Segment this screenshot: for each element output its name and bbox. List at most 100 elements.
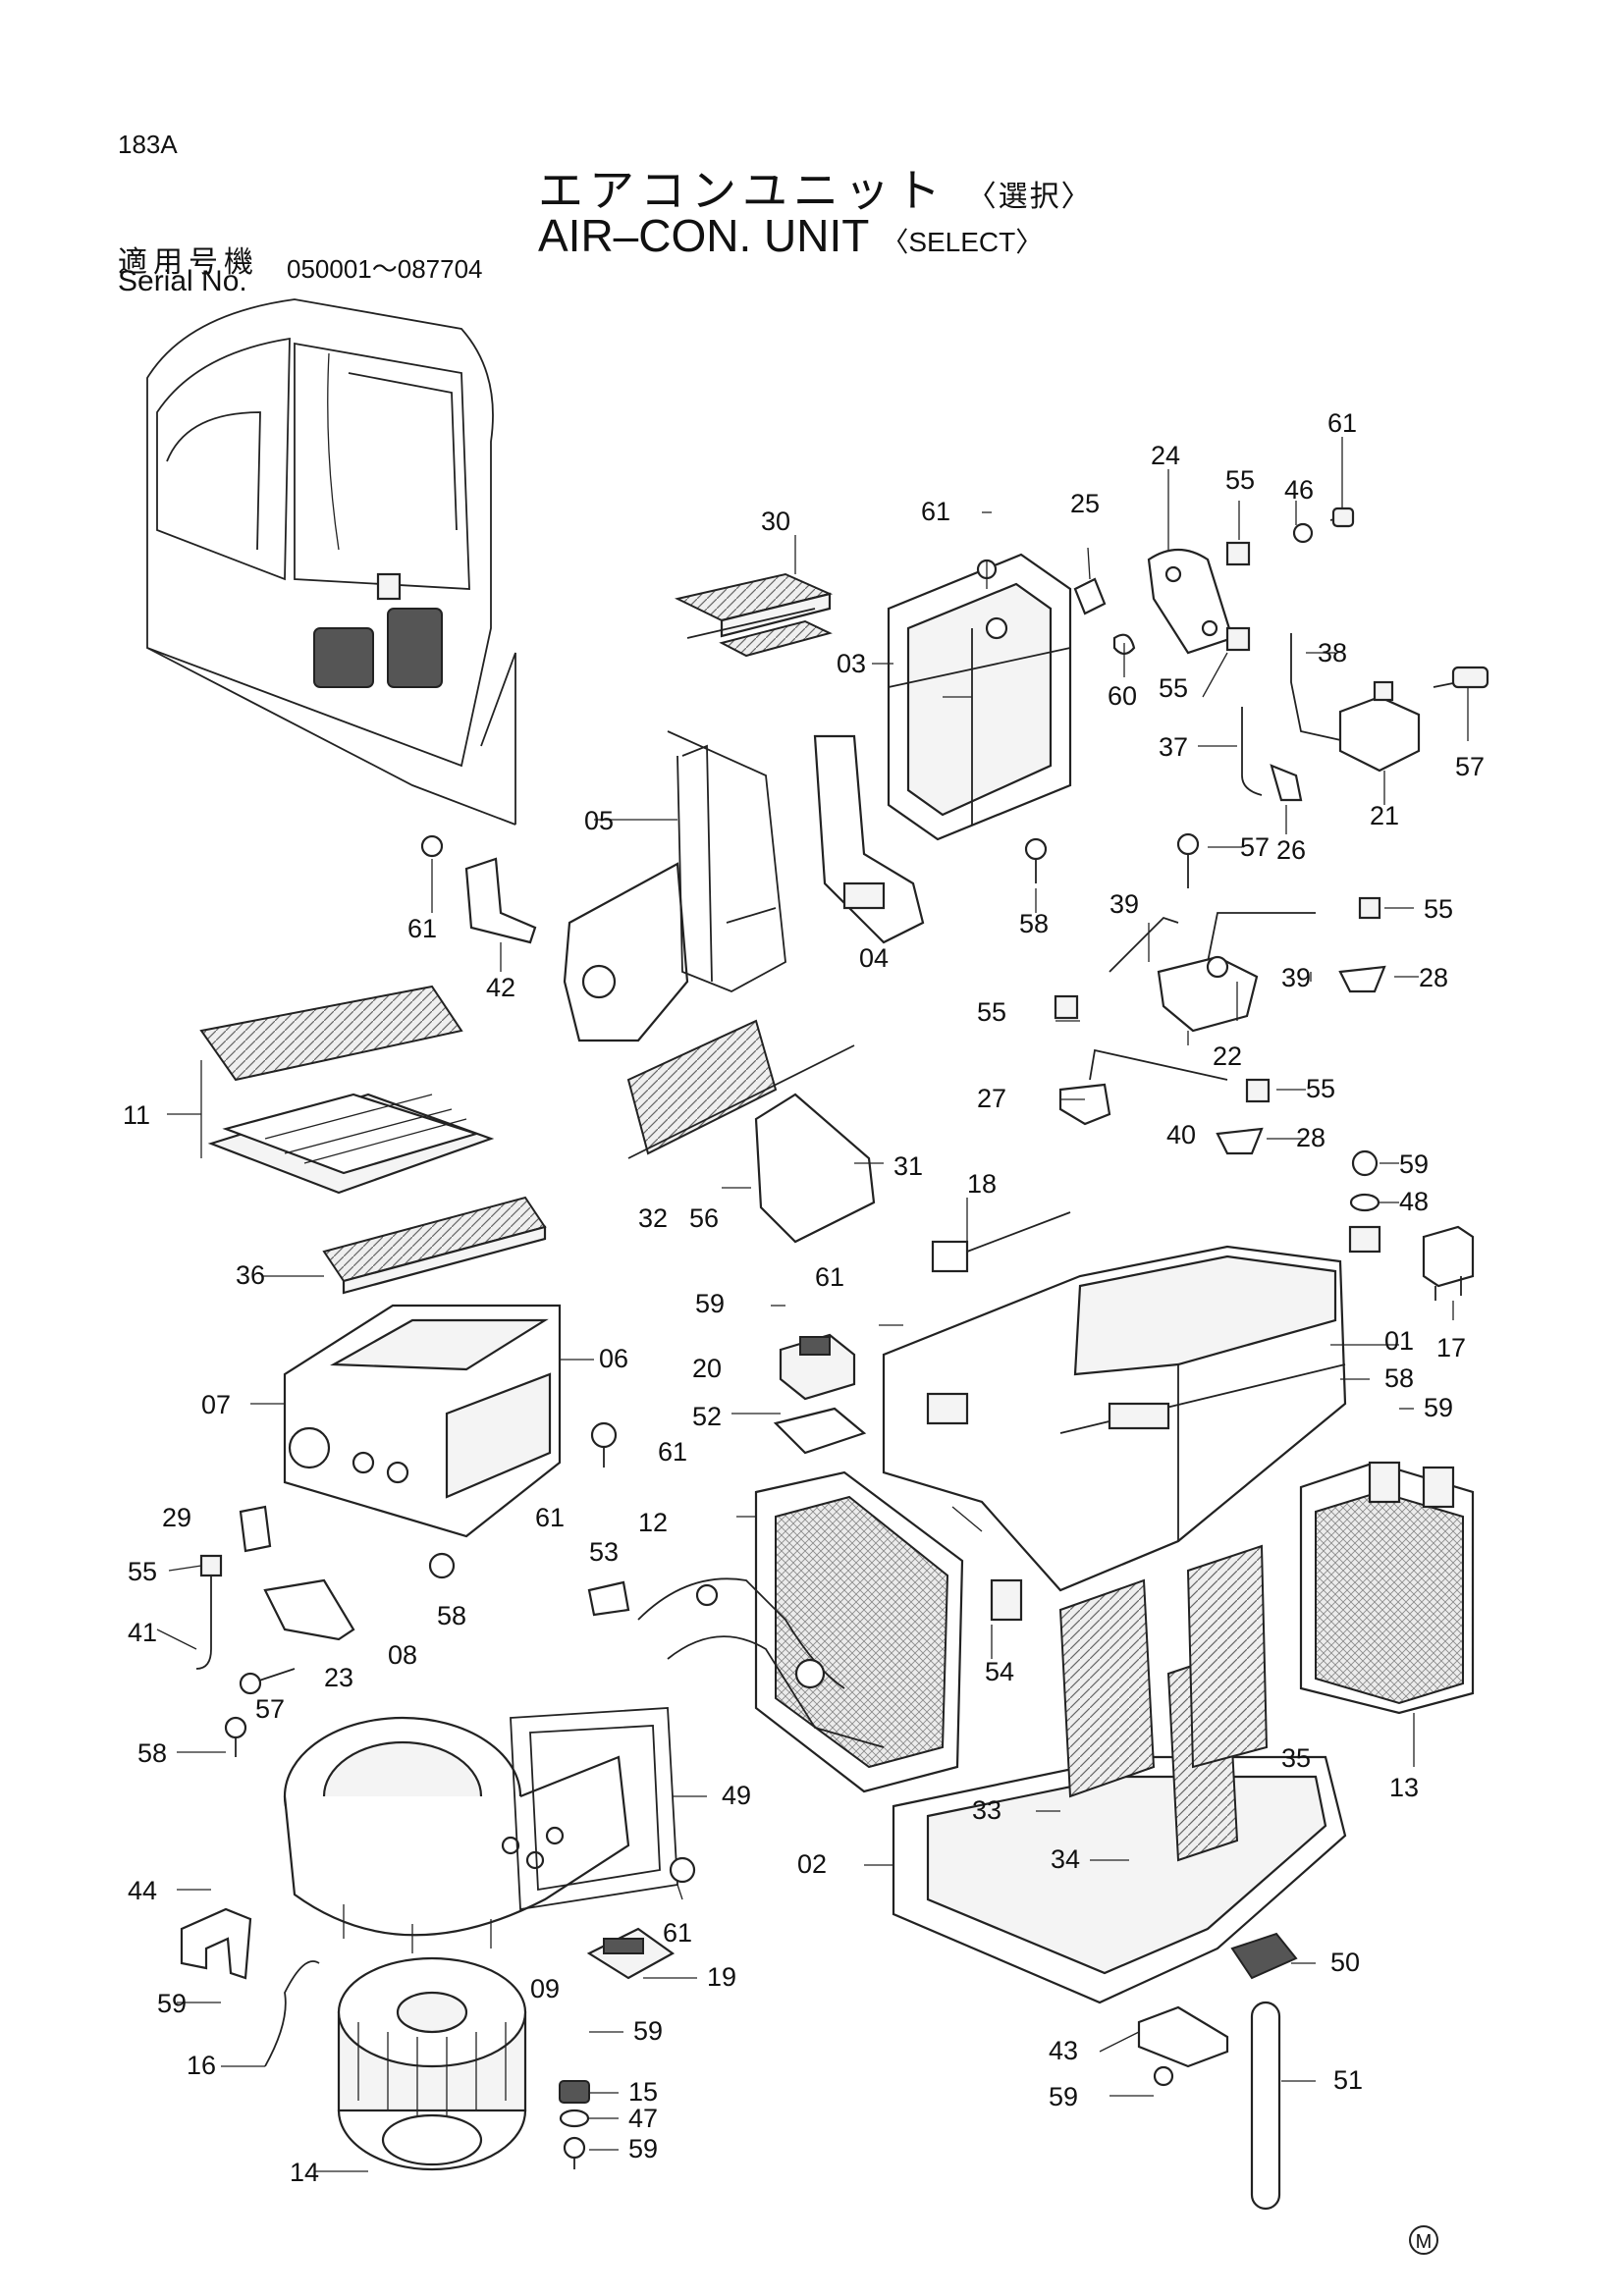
label-07: 07 xyxy=(201,1390,231,1419)
part-07-intake-housing xyxy=(283,1304,562,1538)
title-jp-note: 〈選択〉 xyxy=(966,180,1093,214)
label-04: 04 xyxy=(859,943,889,973)
label-30: 30 xyxy=(761,507,790,536)
part-50-pad xyxy=(1230,1932,1298,1980)
label-43: 43 xyxy=(1049,2036,1078,2065)
part-32-damper-plate xyxy=(626,1019,855,1159)
label-36: 36 xyxy=(236,1260,265,1290)
label-59-right: 59 xyxy=(1424,1393,1453,1422)
title-jp-text: エアコンユニット xyxy=(538,164,947,217)
part-04-lever-bracket xyxy=(813,734,925,944)
label-12: 12 xyxy=(638,1508,668,1537)
screw-61-housing xyxy=(590,1421,618,1468)
part-05-duct-bracket xyxy=(563,730,786,1042)
label-34: 34 xyxy=(1051,1844,1080,1874)
label-14: 14 xyxy=(290,2158,319,2187)
label-24: 24 xyxy=(1151,441,1180,470)
part-52-gasket xyxy=(773,1407,867,1455)
label-61-top: 61 xyxy=(921,497,950,526)
part-35-damper xyxy=(1186,1544,1269,1769)
label-33: 33 xyxy=(972,1795,1001,1825)
label-28-top: 28 xyxy=(1419,963,1448,992)
part-53-clamp xyxy=(587,1580,630,1617)
label-02: 02 xyxy=(797,1849,827,1879)
title-en-text: AIR–CON. UNIT xyxy=(538,210,869,261)
label-59-blower: 59 xyxy=(633,2016,663,2046)
label-58-top: 58 xyxy=(1019,909,1049,938)
label-42: 42 xyxy=(486,973,515,1002)
part-17-relay xyxy=(1422,1225,1475,1301)
label-17: 17 xyxy=(1436,1333,1466,1362)
label-61-topright: 61 xyxy=(1327,408,1357,438)
part-11-filter-assembly xyxy=(199,985,495,1195)
screw-58-left xyxy=(428,1552,456,1579)
title-english: AIR–CON. UNIT 〈SELECT〉 xyxy=(538,209,1043,262)
part-42-bracket xyxy=(420,834,537,944)
part-36-filter xyxy=(322,1196,547,1295)
part-28-levers xyxy=(1216,965,1386,1155)
part-number-labels: 30 61 25 24 55 46 61 03 60 55 38 37 57 2… xyxy=(123,408,1485,2187)
part-27-lever xyxy=(1058,1083,1111,1126)
part-43-bracket xyxy=(1137,2005,1229,2087)
excavator-cab-illustration xyxy=(146,298,516,826)
label-28-lower: 28 xyxy=(1296,1123,1325,1152)
label-01: 01 xyxy=(1384,1326,1414,1356)
label-61-housing: 61 xyxy=(658,1437,687,1467)
label-15: 15 xyxy=(628,2077,658,2107)
part-40-rod xyxy=(1089,1048,1228,1081)
part-48-washer-59-screw xyxy=(1348,1149,1381,1254)
part-37-rod xyxy=(1241,707,1303,802)
part-16-hose xyxy=(264,1960,320,2067)
screw-58-lower-left xyxy=(224,1716,247,1757)
part-15-47-59-stack xyxy=(559,2080,590,2169)
label-22: 22 xyxy=(1213,1041,1242,1071)
screw-61-blower xyxy=(669,1856,696,1884)
label-26: 26 xyxy=(1276,835,1306,865)
label-41: 41 xyxy=(128,1618,157,1647)
m-badge: M xyxy=(1409,2225,1438,2255)
label-08: 08 xyxy=(388,1640,417,1670)
label-05: 05 xyxy=(584,806,614,835)
screw-58-upper xyxy=(1024,837,1048,883)
part-20-relay xyxy=(779,1333,856,1401)
label-54: 54 xyxy=(985,1657,1014,1686)
label-61-left: 61 xyxy=(407,914,437,943)
label-29: 29 xyxy=(162,1503,191,1532)
label-55-left: 55 xyxy=(128,1557,157,1586)
label-38: 38 xyxy=(1318,638,1347,667)
label-39-left: 39 xyxy=(1109,889,1139,919)
label-18: 18 xyxy=(967,1169,997,1199)
screw-57-upper xyxy=(1176,832,1200,888)
label-60: 60 xyxy=(1108,681,1137,711)
label-59-bottom: 59 xyxy=(1049,2082,1078,2111)
label-52: 52 xyxy=(692,1402,722,1431)
part-44-bracket xyxy=(180,1907,252,1980)
label-55-center: 55 xyxy=(977,997,1006,1027)
label-59-left: 59 xyxy=(157,1989,187,2018)
label-13: 13 xyxy=(1389,1773,1419,1802)
label-53: 53 xyxy=(589,1537,619,1567)
label-31: 31 xyxy=(893,1151,923,1181)
label-32: 32 xyxy=(638,1203,668,1233)
title-japanese: エアコンユニット 〈選択〉 xyxy=(538,155,1093,220)
part-21-actuator xyxy=(1338,666,1489,773)
part-55-clips xyxy=(1054,896,1381,1103)
label-44: 44 xyxy=(128,1876,157,1905)
label-06: 06 xyxy=(599,1344,628,1373)
label-55-top: 55 xyxy=(1225,465,1255,495)
part-19-resistor xyxy=(586,1927,676,1980)
part-03-upper-case xyxy=(887,553,1072,841)
label-16: 16 xyxy=(187,2051,216,2080)
label-47: 47 xyxy=(628,2104,658,2133)
part-29-41-23-linkage xyxy=(195,1505,355,1695)
label-23: 23 xyxy=(324,1663,353,1692)
leader-lines xyxy=(156,437,1469,2172)
label-46: 46 xyxy=(1284,475,1314,505)
part-54-connector xyxy=(990,1578,1023,1622)
label-19: 19 xyxy=(707,1962,736,1992)
m-badge-text: M xyxy=(1416,2231,1433,2253)
part-33-damper xyxy=(1058,1578,1156,1798)
label-58-left: 58 xyxy=(437,1601,466,1630)
serial-range: 050001～087704 xyxy=(287,254,483,284)
